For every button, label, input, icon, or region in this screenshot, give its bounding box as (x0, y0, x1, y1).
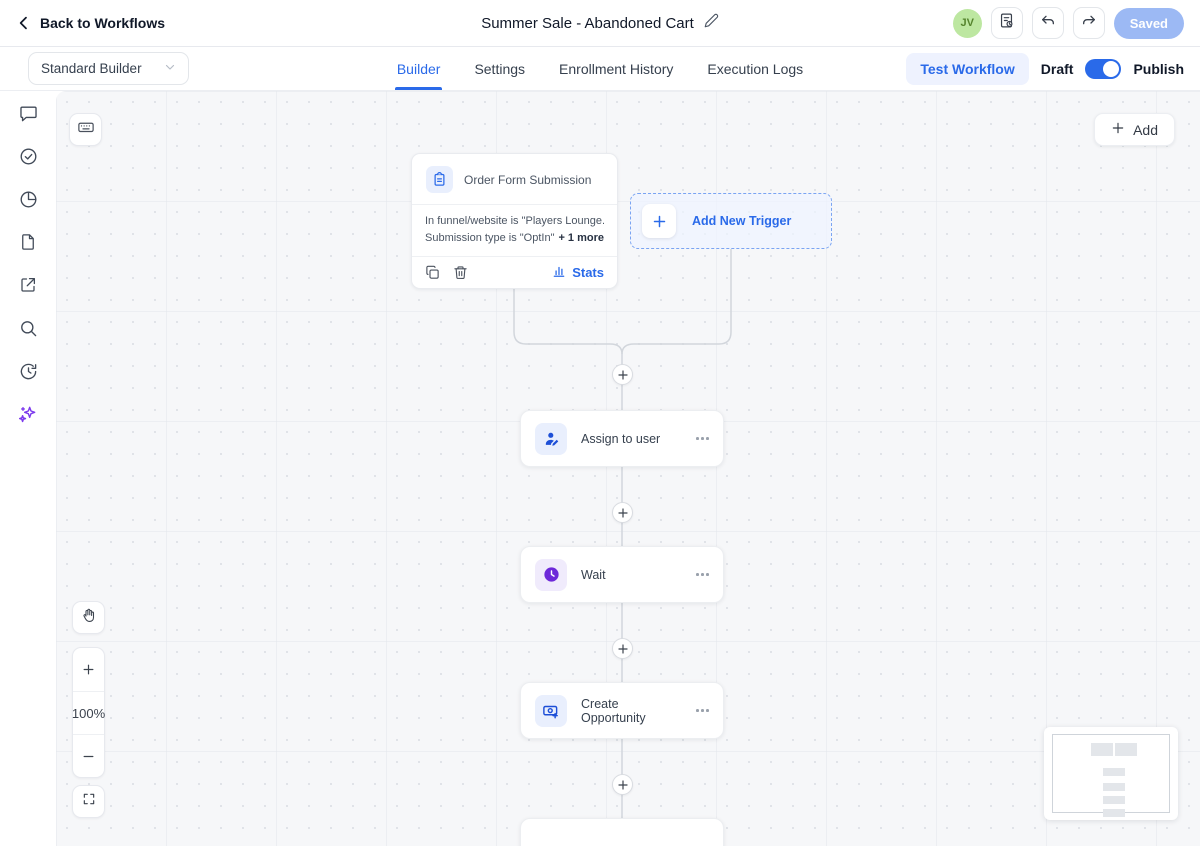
insert-step-button[interactable] (612, 364, 633, 385)
stats-label: Stats (572, 265, 604, 280)
publish-toggle[interactable] (1085, 58, 1122, 79)
user-edit-icon (535, 422, 567, 455)
document-icon[interactable] (18, 232, 38, 252)
trigger-card-order-form-submission[interactable]: Order Form Submission In funnel/website … (411, 153, 618, 289)
comment-icon[interactable] (18, 103, 38, 123)
expand-icon (82, 792, 96, 811)
trigger-filter-2: Submission type is "OptIn" (425, 232, 555, 244)
canvas-add-button[interactable]: Add (1094, 113, 1175, 146)
node-wait[interactable]: Wait (520, 546, 724, 603)
plus-icon (642, 204, 676, 238)
wait-clock-icon (535, 558, 567, 591)
search-icon[interactable] (18, 318, 38, 338)
node-menu-icon[interactable] (696, 705, 709, 716)
node-menu-icon[interactable] (696, 433, 709, 444)
draft-label: Draft (1040, 60, 1074, 77)
node-label: Create Opportunity (581, 696, 646, 725)
zoom-controls: 100% (72, 647, 105, 778)
trigger-stats-link[interactable]: Stats (552, 264, 604, 281)
publish-label: Publish (1133, 60, 1184, 77)
document-clock-icon (998, 12, 1015, 34)
redo-button[interactable] (1072, 7, 1105, 39)
keyboard-shortcuts-button[interactable] (69, 113, 102, 146)
external-link-icon[interactable] (18, 275, 38, 295)
redo-icon (1081, 13, 1097, 34)
insert-step-button[interactable] (612, 638, 633, 659)
node-assign-to-user[interactable]: Assign to user (520, 410, 724, 467)
trigger-more-filters[interactable]: + 1 more (558, 232, 604, 244)
avatar[interactable]: JV (952, 8, 982, 38)
workflow-canvas[interactable]: Add Order Form Submission In funnel/webs… (56, 91, 1200, 846)
edit-title-pencil-icon[interactable] (704, 13, 719, 33)
saved-button[interactable]: Saved (1113, 7, 1184, 39)
trigger-filter-1: In funnel/website is "Players Lounge... (425, 215, 604, 227)
toggle-knob (1103, 60, 1120, 77)
check-circle-icon[interactable] (18, 146, 38, 166)
test-workflow-button[interactable]: Test Workflow (906, 52, 1029, 85)
tab-enrollment-history[interactable]: Enrollment History (559, 60, 674, 77)
toolbar: Standard Builder Builder Settings Enroll… (0, 47, 1200, 91)
chevron-left-icon (16, 15, 32, 31)
chevron-down-icon (164, 61, 176, 76)
trigger-title: Order Form Submission (464, 172, 592, 187)
hand-icon (81, 608, 96, 628)
node-menu-icon[interactable] (696, 569, 709, 580)
insert-step-button[interactable] (612, 774, 633, 795)
node-label: Wait (581, 567, 606, 582)
zoom-out-button[interactable] (73, 734, 104, 777)
zoom-level: 100% (72, 691, 105, 734)
node-create-opportunity[interactable]: Create Opportunity (520, 682, 724, 739)
tab-execution-logs[interactable]: Execution Logs (707, 60, 804, 77)
keyboard-icon (77, 118, 95, 141)
tab-settings[interactable]: Settings (474, 60, 526, 77)
ai-sparkles-icon[interactable] (18, 404, 38, 424)
add-button-label: Add (1133, 121, 1158, 138)
pie-chart-icon[interactable] (18, 189, 38, 209)
order-form-icon (426, 166, 453, 193)
undo-icon (1040, 13, 1056, 34)
tab-builder[interactable]: Builder (394, 47, 443, 90)
history-clock-icon[interactable] (18, 361, 38, 381)
zoom-in-button[interactable] (73, 648, 104, 691)
left-icon-rail (0, 91, 56, 846)
builder-mode-select[interactable]: Standard Builder (28, 52, 189, 85)
node-label: Assign to user (581, 431, 661, 446)
node-partial[interactable] (520, 818, 724, 846)
bar-chart-icon (552, 264, 566, 281)
undo-button[interactable] (1031, 7, 1064, 39)
minimap-viewport (1052, 734, 1170, 817)
duplicate-trigger-icon[interactable] (425, 265, 440, 280)
insert-step-button[interactable] (612, 502, 633, 523)
fit-view-button[interactable] (72, 785, 105, 818)
back-label: Back to Workflows (40, 15, 165, 31)
builder-select-value: Standard Builder (41, 61, 142, 76)
add-new-trigger-label: Add New Trigger (692, 214, 792, 228)
add-new-trigger-button[interactable]: Add New Trigger (630, 193, 832, 249)
workflow-title: Summer Sale - Abandoned Cart (481, 14, 694, 32)
top-header: Back to Workflows Summer Sale - Abandone… (0, 0, 1200, 47)
back-to-workflows-button[interactable]: Back to Workflows (16, 15, 165, 31)
delete-trigger-icon[interactable] (453, 265, 468, 280)
version-notes-button[interactable] (990, 7, 1023, 39)
minimap[interactable] (1044, 727, 1178, 820)
plus-icon (1111, 121, 1125, 138)
opportunity-icon (535, 694, 567, 727)
pan-tool-button[interactable] (72, 601, 105, 634)
